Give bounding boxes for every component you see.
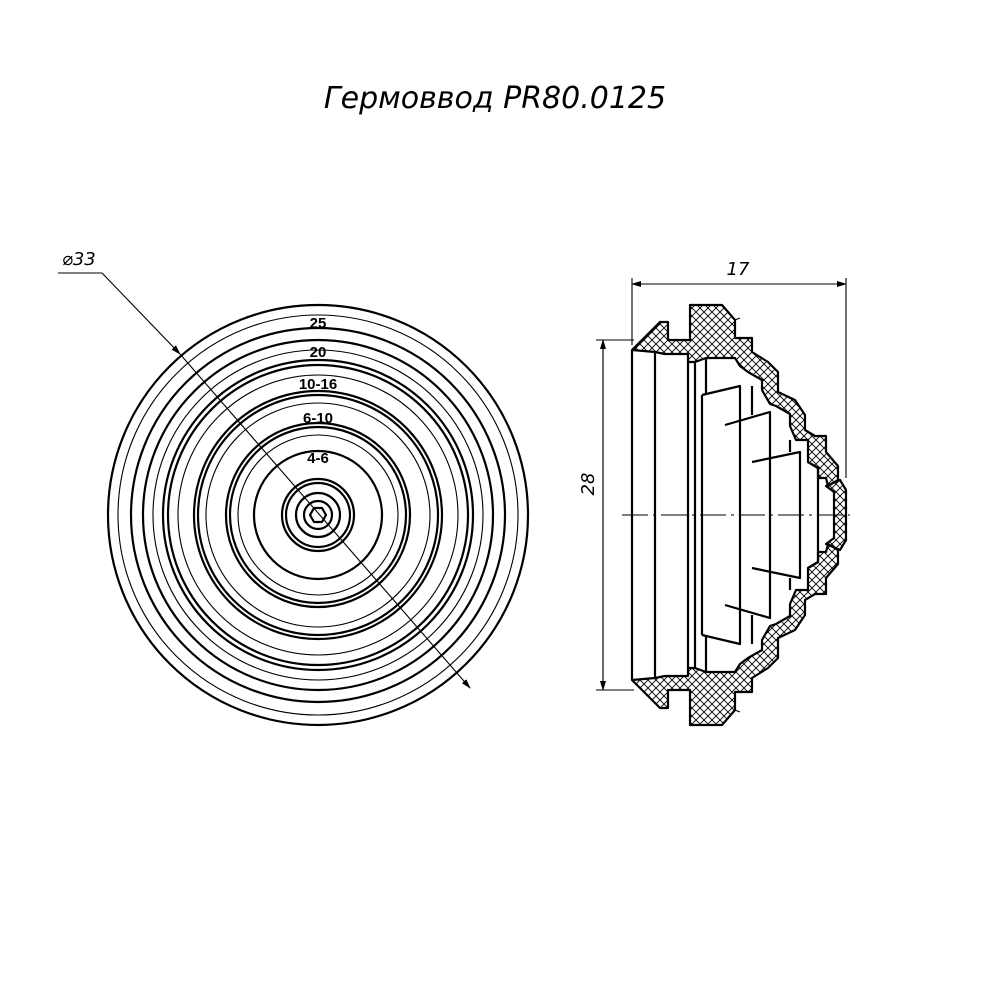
ring-label-10-16: 10-16 bbox=[299, 376, 337, 393]
ring-label-6-10: 6-10 bbox=[303, 410, 333, 427]
ring-label-4-6: 4-6 bbox=[307, 450, 329, 467]
width-dimension: 17 bbox=[727, 259, 750, 280]
ring-label-25: 25 bbox=[310, 315, 327, 332]
side-section-view: 17 28 bbox=[578, 259, 850, 727]
height-dimension: 28 bbox=[578, 473, 599, 496]
drawing-title: Гермоввод PR80.0125 bbox=[324, 81, 666, 116]
diameter-dimension: ⌀33 bbox=[62, 249, 96, 270]
front-view: 25 20 10-16 6-10 4-6 ⌀33 bbox=[58, 249, 530, 727]
ring-label-20: 20 bbox=[310, 344, 327, 361]
